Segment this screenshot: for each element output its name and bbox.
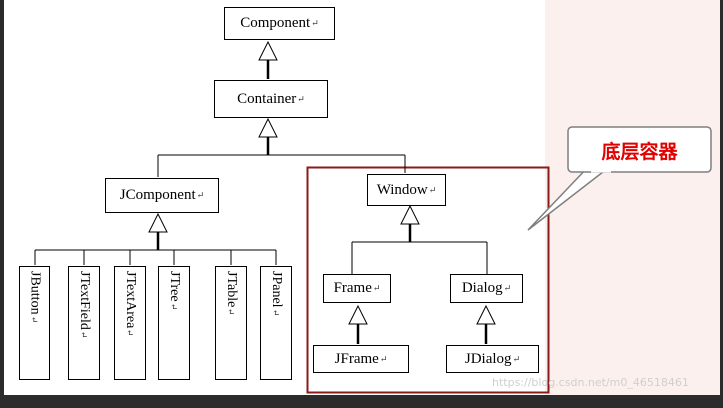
jtextarea-label: JTextArea — [123, 271, 138, 329]
jpanel-label: JPanel — [269, 271, 284, 308]
jtextfield-node: JTextField↵ — [68, 266, 100, 380]
return-mark: ↵ — [125, 329, 135, 337]
return-mark: ↵ — [503, 283, 512, 293]
jtable-node: JTable↵ — [215, 266, 247, 380]
jbutton-label: JButton — [27, 271, 43, 315]
return-mark: ↵ — [79, 330, 89, 339]
jbutton-node: JButton↵ — [19, 266, 50, 380]
window-label: Window — [376, 181, 428, 198]
return-mark: ↵ — [379, 353, 388, 364]
jbutton-text: JButton↵ — [27, 271, 43, 323]
watermark-text: https://blog.csdn.net/m0_46518461 — [492, 376, 689, 389]
jtextfield-label: JTextField — [77, 271, 92, 330]
window-node: Window↵ — [367, 174, 446, 206]
frame-node: Frame↵ — [323, 274, 391, 303]
return-mark: ↵ — [372, 283, 381, 293]
container-children-connector — [157, 117, 406, 177]
return-mark: ↵ — [311, 18, 319, 28]
return-mark: ↵ — [29, 315, 40, 324]
jtextfield-text: JTextField↵ — [76, 271, 92, 338]
jframe-label: JFrame — [334, 350, 379, 367]
component-label: Component — [240, 15, 311, 31]
return-mark: ↵ — [297, 93, 305, 104]
return-mark: ↵ — [271, 308, 281, 317]
jdialog-label: JDialog — [464, 350, 512, 367]
component-node: Component↵ — [224, 7, 335, 40]
callout-label: 底层容器 — [601, 140, 678, 163]
jtree-text: JTree↵ — [166, 271, 182, 310]
jframe-node: JFrame↵ — [313, 345, 409, 373]
jtable-text: JTable↵ — [223, 271, 239, 316]
return-mark: ↵ — [169, 302, 179, 311]
bottom-container-highlight-box — [306, 166, 550, 394]
dialog-node: Dialog↵ — [450, 274, 523, 303]
right-background-panel — [545, 0, 720, 395]
jdialog-node: JDialog↵ — [446, 345, 539, 373]
component-container-connector — [258, 40, 278, 79]
return-mark: ↵ — [196, 190, 205, 200]
container-label: Container — [237, 90, 297, 107]
jtree-node: JTree↵ — [158, 266, 190, 380]
jpanel-node: JPanel↵ — [260, 266, 292, 380]
container-node: Container↵ — [214, 80, 328, 118]
jtextarea-node: JTextArea↵ — [114, 266, 146, 380]
frame-label: Frame — [333, 280, 372, 296]
jcomponent-children-connector — [34, 212, 277, 265]
jcomponent-label: JComponent — [119, 187, 196, 203]
jpanel-text: JPanel↵ — [268, 271, 284, 316]
jcomponent-node: JComponent↵ — [105, 178, 219, 213]
callout-bubble — [527, 126, 712, 231]
window-children-connector — [351, 204, 488, 274]
jtree-label: JTree — [167, 271, 182, 302]
return-mark: ↵ — [428, 184, 437, 195]
jtextarea-text: JTextArea↵ — [122, 271, 138, 337]
dialog-label: Dialog — [461, 280, 503, 296]
frame-jframe-connector — [348, 304, 368, 344]
dialog-jdialog-connector — [476, 304, 496, 344]
jtable-label: JTable — [224, 271, 239, 308]
return-mark: ↵ — [226, 308, 236, 316]
return-mark: ↵ — [512, 353, 521, 364]
